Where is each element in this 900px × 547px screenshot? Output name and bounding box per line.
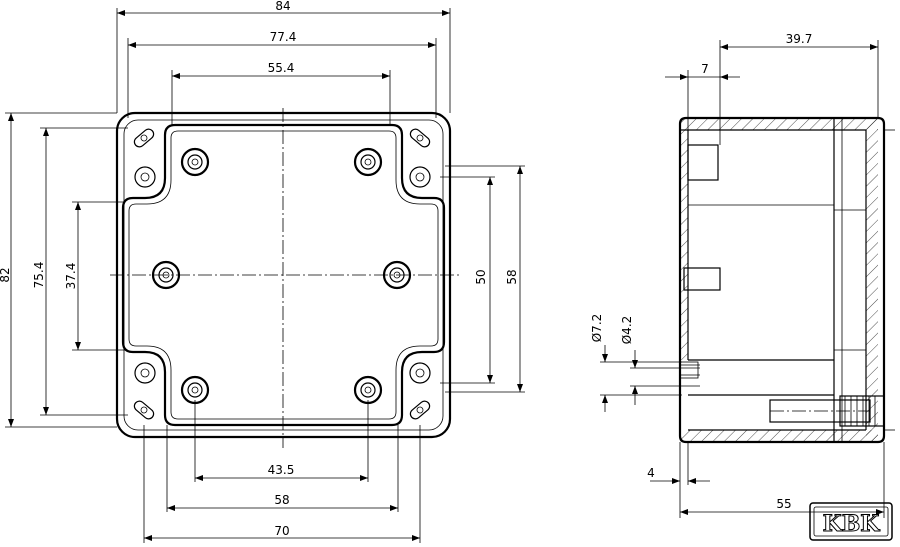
logo-text: KBK (823, 511, 881, 537)
dim-side-7: 7 (701, 62, 709, 76)
corner-screws (134, 166, 431, 384)
lid-inner-outline (128, 130, 439, 420)
mounting-slots (133, 128, 431, 420)
lid-outline (121, 123, 446, 427)
section-hatching (680, 118, 878, 442)
side-outline (678, 116, 886, 444)
side-extension-lines (600, 40, 885, 518)
dim-side-d7-2: Ø7.2 (590, 314, 604, 343)
dim-top-84: 84 (275, 0, 290, 13)
extension-lines (5, 8, 525, 543)
dim-bottom-58: 58 (274, 493, 289, 507)
dim-bottom-70: 70 (274, 524, 289, 538)
dim-left-75-4: 75.4 (32, 262, 46, 289)
dim-side-39-7: 39.7 (786, 32, 813, 46)
dimension-lines (8, 10, 523, 541)
side-view: 39.7 7 Ø7.2 Ø4.2 4 55 (590, 32, 895, 518)
dim-left-82: 82 (0, 267, 12, 282)
kbk-logo: KBK (809, 502, 893, 541)
boss-middle (683, 267, 721, 291)
dim-top-77-4: 77.4 (270, 30, 297, 44)
dim-side-55: 55 (776, 497, 791, 511)
boss-top (687, 144, 719, 181)
dim-top-55-4: 55.4 (268, 61, 295, 75)
dim-bottom-43-5: 43.5 (268, 463, 295, 477)
dim-right-58: 58 (505, 269, 519, 284)
lid-screw-side (769, 395, 885, 427)
lid-screws (151, 147, 412, 405)
front-view: 84 77.4 55.4 82 75.4 37.4 50 58 43.5 58 … (0, 0, 525, 543)
dim-right-50: 50 (474, 269, 488, 284)
side-dimension-lines (602, 44, 884, 515)
dim-left-37-4: 37.4 (64, 263, 78, 290)
dim-side-4: 4 (647, 466, 655, 480)
dim-side-d4-2: Ø4.2 (620, 316, 634, 345)
